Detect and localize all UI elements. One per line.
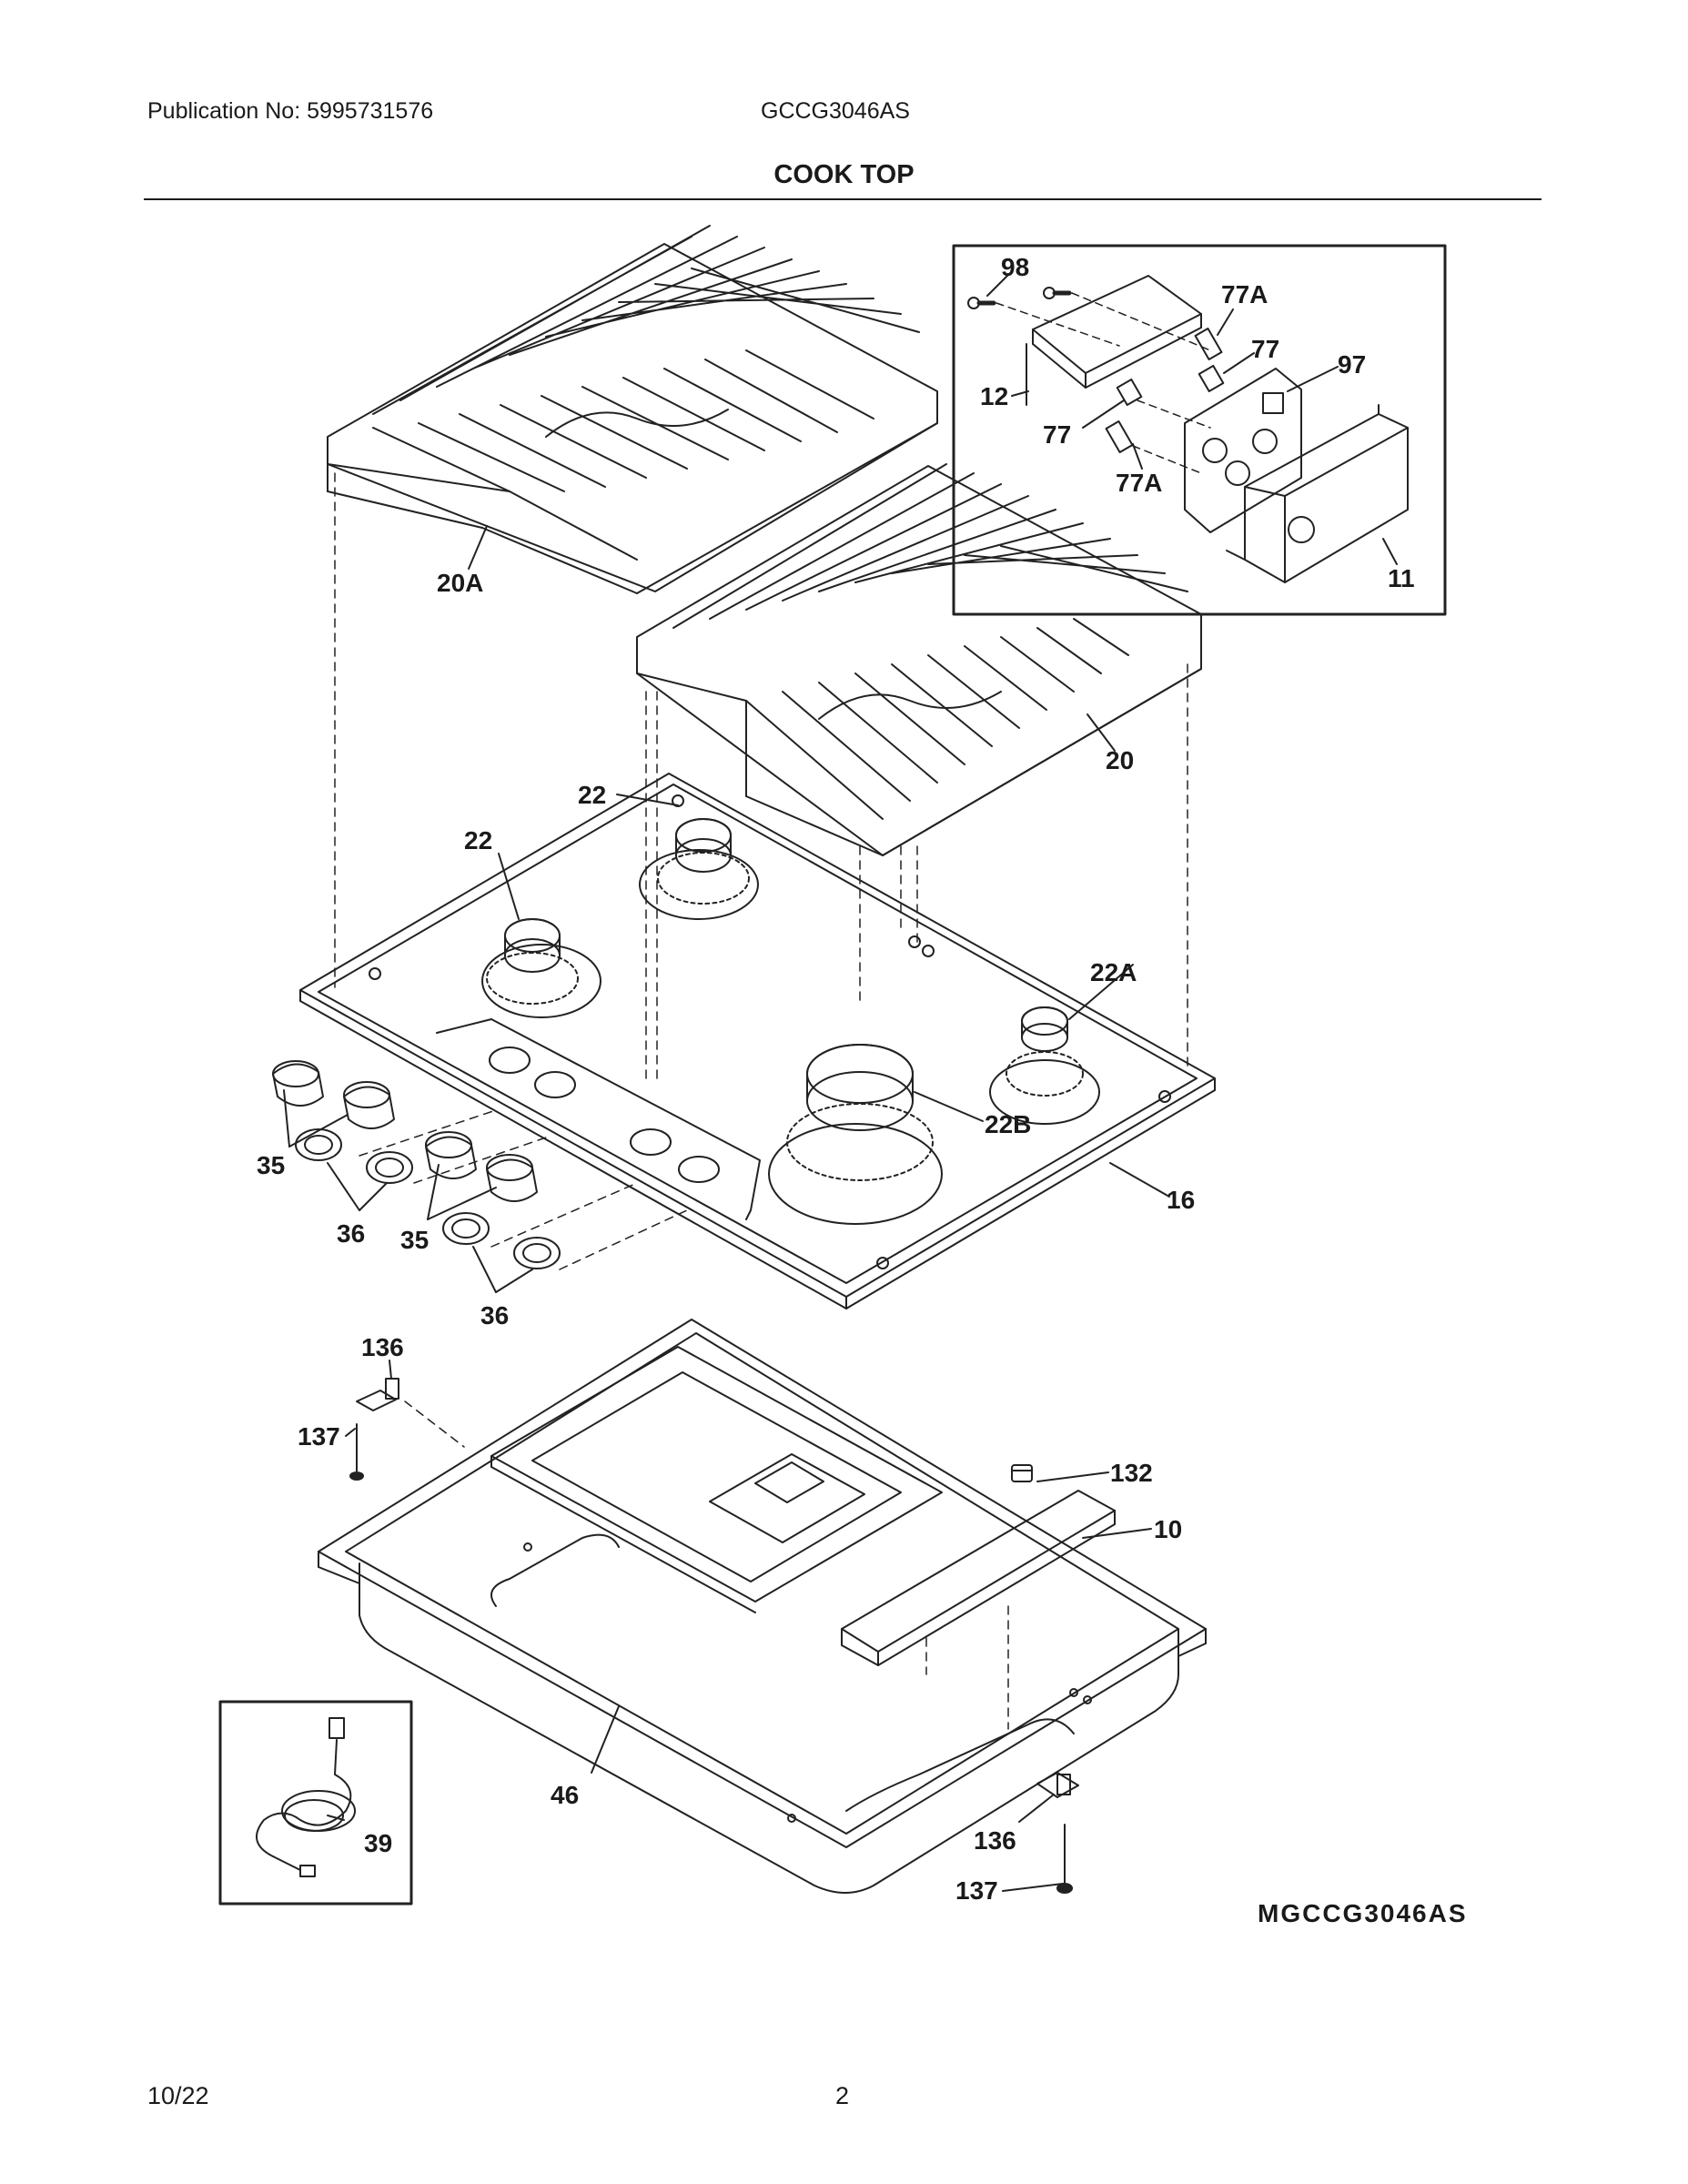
- callout-137-top: 137: [298, 1422, 340, 1451]
- callout-35-left: 35: [257, 1151, 285, 1179]
- publication-number: Publication No: 5995731576: [147, 98, 434, 124]
- bracket-10: [490, 1346, 1116, 1666]
- callout-11: 11: [1388, 564, 1415, 592]
- callout-22a: 22A: [1090, 958, 1137, 986]
- callout-36-left: 36: [337, 1219, 365, 1248]
- callout-98: 98: [1001, 253, 1029, 281]
- clip-132: [1011, 1464, 1033, 1482]
- callout-39: 39: [364, 1829, 392, 1857]
- callout-77a-bottom: 77A: [1116, 469, 1162, 497]
- callout-22-left: 22: [464, 826, 492, 854]
- callout-132: 132: [1110, 1459, 1153, 1487]
- callout-97: 97: [1338, 350, 1366, 379]
- page-title: COOK TOP: [773, 160, 915, 189]
- grate-left-20a: [327, 225, 938, 594]
- knobs-35: [272, 1060, 538, 1202]
- bezels-36: [295, 1128, 561, 1269]
- revision-date: 10/22: [147, 2082, 209, 2109]
- callout-77a-top: 77A: [1221, 280, 1268, 308]
- callout-20: 20: [1106, 746, 1134, 774]
- alignment-lines: [334, 472, 1188, 1730]
- callout-46: 46: [551, 1781, 579, 1809]
- callout-12: 12: [980, 382, 1008, 410]
- ignitor-module-inset: [952, 244, 1447, 616]
- callout-labels: 98 77A 77 97 12 77 77A 11 20A 20 22 22 2…: [257, 253, 1468, 1927]
- callout-36-bottom: 36: [480, 1301, 509, 1330]
- callout-77-top: 77: [1251, 335, 1279, 363]
- callout-137-bottom: 137: [955, 1876, 998, 1905]
- grate-right-20: [636, 463, 1202, 856]
- burner-22-top: [657, 818, 750, 905]
- callout-77-mid: 77: [1043, 420, 1071, 449]
- clip-136-bottom: [1036, 1772, 1079, 1798]
- callout-22b: 22B: [985, 1110, 1031, 1138]
- screw-137-top: [349, 1423, 364, 1481]
- drawing-code: MGCCG3046AS: [1258, 1899, 1468, 1927]
- screw-137-bottom: [1056, 1824, 1073, 1894]
- callout-136-bottom: 136: [974, 1826, 1016, 1855]
- cooktop-16: [299, 773, 1216, 1309]
- power-cord-inset: [218, 1700, 413, 1906]
- leader-lines: [283, 274, 1398, 1892]
- callout-35-mid: 35: [400, 1226, 429, 1254]
- burner-box-46: [318, 1319, 1207, 1894]
- callout-10: 10: [1154, 1515, 1182, 1543]
- header-rule: [144, 198, 1541, 200]
- model-number: GCCG3046AS: [761, 98, 910, 124]
- callout-20a: 20A: [437, 569, 483, 597]
- page-number: 2: [835, 2082, 850, 2109]
- clip-136-top: [356, 1378, 399, 1411]
- callout-136-top: 136: [361, 1333, 404, 1361]
- burner-22a: [1006, 1006, 1084, 1097]
- callout-16: 16: [1167, 1186, 1195, 1214]
- burner-22-left: [486, 918, 579, 1005]
- callout-22-top: 22: [578, 781, 606, 809]
- burner-22b: [786, 1044, 934, 1181]
